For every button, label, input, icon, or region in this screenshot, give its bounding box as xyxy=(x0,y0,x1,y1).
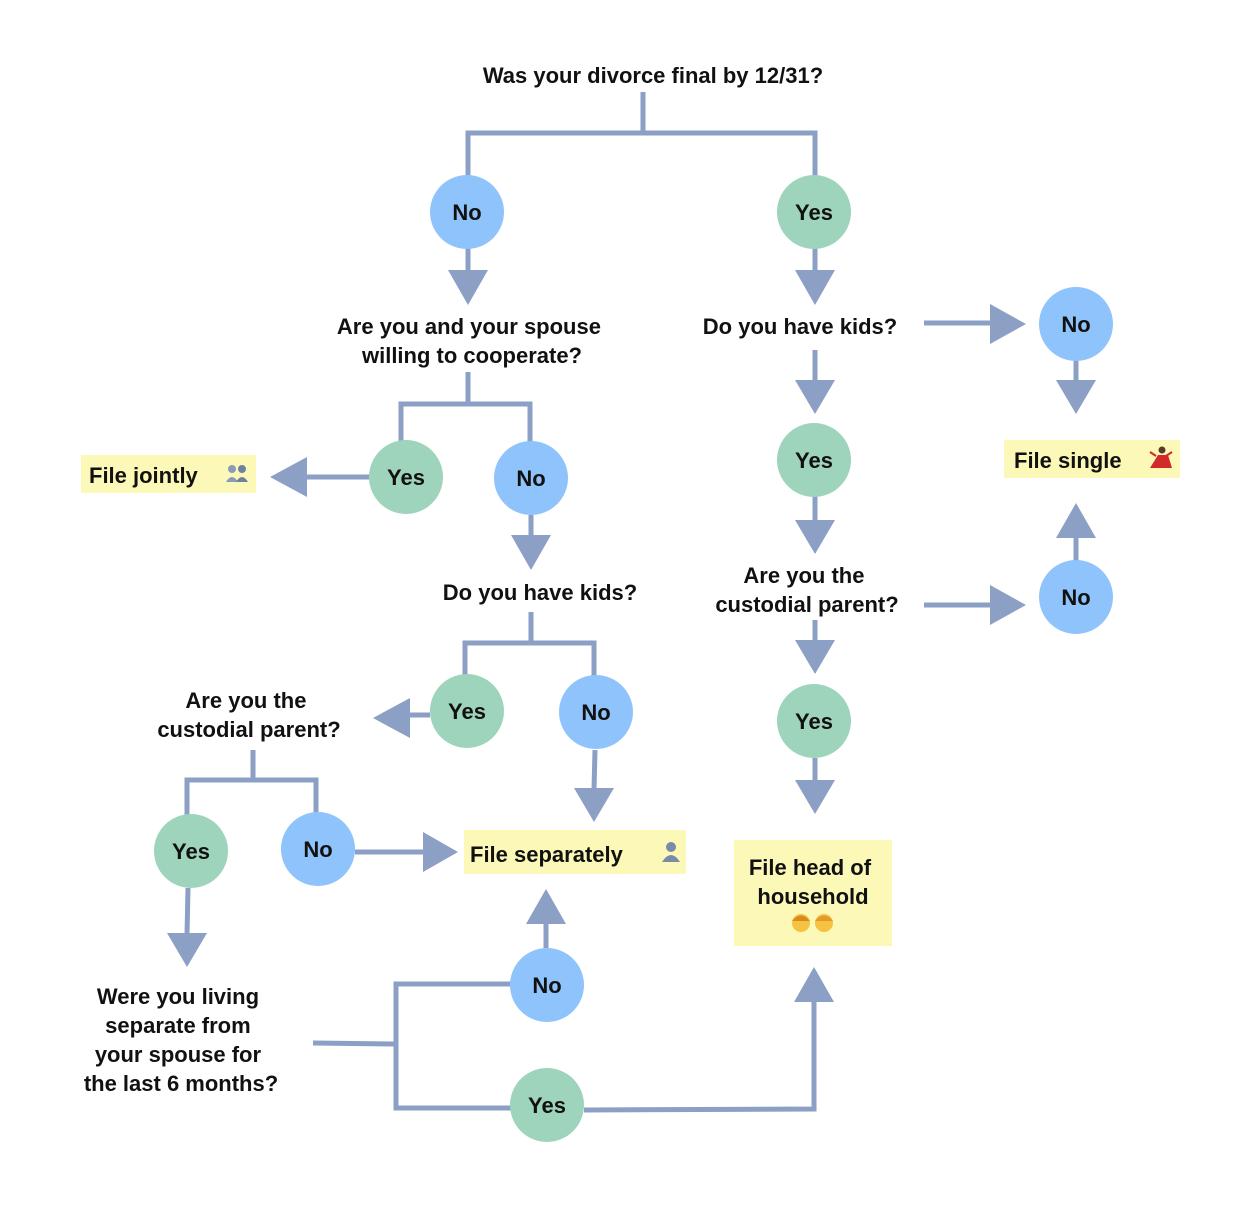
question-kids-right: Do you have kids? xyxy=(703,314,897,339)
arrowhead-down xyxy=(448,270,488,305)
arrowhead-down xyxy=(795,780,835,814)
arrowhead-down xyxy=(795,520,835,554)
question-line: separate from xyxy=(105,1013,251,1038)
question-divorce-final: Was your divorce final by 12/31? xyxy=(483,63,823,88)
question-custodial-right: Are you the custodial parent? xyxy=(715,563,898,617)
answer-yes: Yes xyxy=(777,684,851,758)
question-line: the last 6 months? xyxy=(84,1071,278,1096)
answer-label: No xyxy=(581,700,610,725)
answer-label: Yes xyxy=(795,448,833,473)
parent-child-icon xyxy=(792,914,833,932)
answer-label: Yes xyxy=(795,200,833,225)
question-line: custodial parent? xyxy=(715,592,898,617)
outcome-file-jointly: File jointly xyxy=(81,455,256,493)
connector-no-separately xyxy=(591,749,598,791)
answer-no: No xyxy=(1039,287,1113,361)
answer-yes: Yes xyxy=(777,423,851,497)
arrowhead-down xyxy=(1056,380,1096,414)
question-kids-left: Do you have kids? xyxy=(443,580,637,605)
question-line: willing to cooperate? xyxy=(361,343,582,368)
arrowhead-down xyxy=(795,380,835,414)
answer-label: No xyxy=(1061,312,1090,337)
answer-no: No xyxy=(559,675,633,749)
people-icon xyxy=(226,465,248,482)
question-line: Are you and your spouse xyxy=(337,314,601,339)
arrowhead-up xyxy=(794,967,834,1002)
connector-yes-hoh xyxy=(583,1000,817,1113)
answer-no: No xyxy=(510,948,584,1022)
arrowhead-down xyxy=(511,535,551,570)
outcome-line: File head of xyxy=(749,855,872,880)
question-custodial-left: Are you the custodial parent? xyxy=(157,688,340,742)
answer-circles: No Yes No Yes No Yes No Yes xyxy=(154,175,1113,1142)
answer-label: Yes xyxy=(528,1093,566,1118)
dancer-icon xyxy=(1149,446,1173,468)
outcome-file-single: File single xyxy=(1004,440,1180,478)
answer-label: No xyxy=(303,837,332,862)
answer-no: No xyxy=(430,175,504,249)
arrowhead-right xyxy=(990,585,1026,625)
answer-label: Yes xyxy=(448,699,486,724)
arrowhead-down xyxy=(795,640,835,674)
question-living-separate: Were you living separate from your spous… xyxy=(84,984,278,1096)
outcomes: File jointly File single File separately xyxy=(81,440,1180,946)
arrowhead-up xyxy=(526,889,566,924)
answer-no: No xyxy=(1039,560,1113,634)
arrowheads xyxy=(167,270,1096,1002)
question-line: Are you the xyxy=(185,688,306,713)
answer-label: No xyxy=(532,973,561,998)
answer-yes: Yes xyxy=(154,814,228,888)
arrowhead-down xyxy=(574,788,614,822)
answer-yes: Yes xyxy=(369,440,443,514)
answer-label: No xyxy=(516,466,545,491)
connector-top-branch xyxy=(465,92,818,178)
answer-label: No xyxy=(452,200,481,225)
outcome-label: File separately xyxy=(470,842,624,867)
question-line: Were you living xyxy=(97,984,259,1009)
question-line: Are you the xyxy=(743,563,864,588)
connector-yes-q7 xyxy=(184,887,191,936)
answer-yes: Yes xyxy=(777,175,851,249)
answer-no: No xyxy=(281,812,355,886)
connectors xyxy=(184,92,1079,1113)
person-icon xyxy=(662,842,680,862)
arrowhead-left xyxy=(270,457,307,497)
outcome-label: File jointly xyxy=(89,463,199,488)
arrowhead-down xyxy=(795,270,835,305)
answer-yes: Yes xyxy=(430,674,504,748)
answer-label: Yes xyxy=(795,709,833,734)
arrowhead-up xyxy=(1056,503,1096,538)
connector-q7-branch xyxy=(312,981,511,1111)
outcome-file-head-of-household: File head of household xyxy=(734,840,892,946)
answer-no: No xyxy=(494,441,568,515)
question-line: custodial parent? xyxy=(157,717,340,742)
connector-q2-branch xyxy=(398,372,533,442)
questions: Was your divorce final by 12/31? Are you… xyxy=(84,63,899,1096)
connector-q4-branch xyxy=(462,612,597,676)
outcome-label: File head of household xyxy=(749,855,877,909)
question-cooperate: Are you and your spouse willing to coope… xyxy=(337,314,607,368)
answer-label: No xyxy=(1061,585,1090,610)
arrowhead-down xyxy=(167,933,207,967)
outcome-line: household xyxy=(757,884,868,909)
arrowhead-left xyxy=(373,698,410,738)
answer-yes: Yes xyxy=(510,1068,584,1142)
arrowhead-right xyxy=(423,832,458,872)
answer-label: Yes xyxy=(172,839,210,864)
arrowhead-right xyxy=(990,304,1026,344)
outcome-label: File single xyxy=(1014,448,1122,473)
question-line: your spouse for xyxy=(95,1042,262,1067)
answer-label: Yes xyxy=(387,465,425,490)
connector-q6-branch xyxy=(184,750,319,815)
outcome-file-separately: File separately xyxy=(464,830,686,874)
